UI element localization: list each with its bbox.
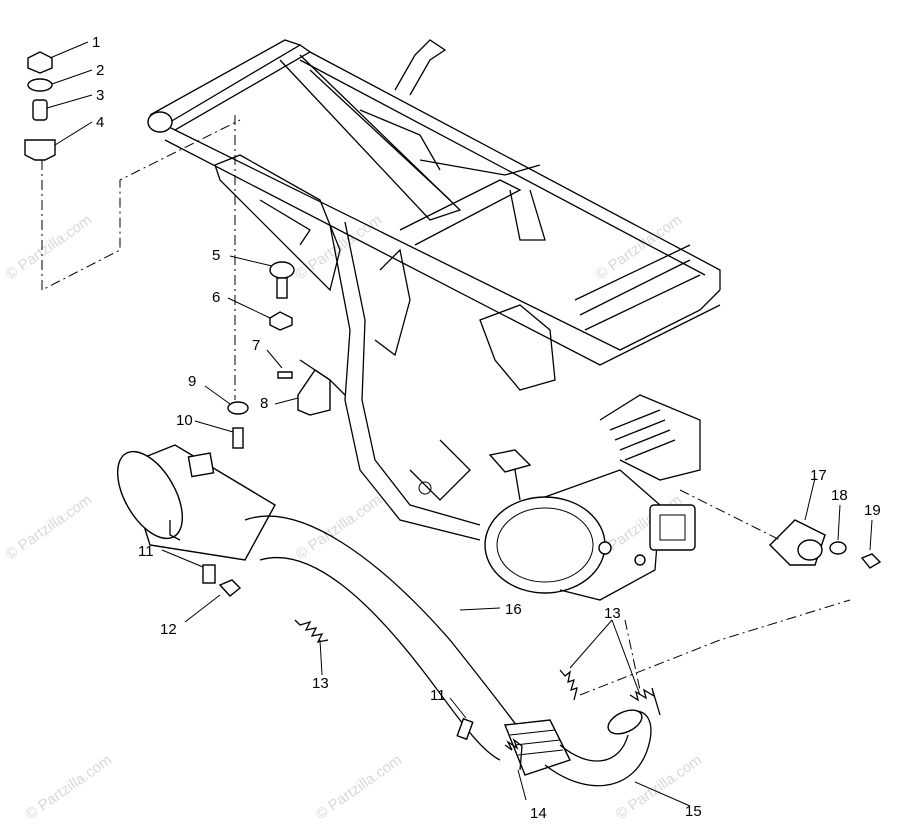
bolt-part-10 (232, 427, 244, 449)
mount-part-5 (269, 261, 295, 279)
spring-part-13c (629, 687, 661, 716)
watermark: © Partzilla.com (313, 751, 406, 823)
callout-11: 11 (430, 687, 446, 704)
muffler (116, 444, 276, 561)
callout-6: 6 (212, 289, 220, 306)
washer-part-9 (227, 401, 249, 415)
callout-1: 1 (92, 34, 100, 51)
nut-part-1 (27, 51, 53, 74)
callout-17: 17 (810, 467, 827, 484)
callout-5: 5 (212, 247, 220, 264)
watermark-group: © Partzilla.com © Partzilla.com © Partzi… (3, 211, 706, 823)
callout-12: 12 (160, 621, 177, 638)
springs (294, 619, 661, 771)
callout-13: 13 (604, 605, 621, 622)
callout-13: 13 (312, 675, 329, 692)
bracket-hardware (202, 261, 474, 741)
callout-19: 19 (864, 502, 881, 519)
frame (147, 39, 721, 541)
washer-part-18 (829, 541, 847, 555)
callout-11: 11 (138, 543, 154, 560)
bolt-part-11b (456, 717, 474, 741)
watermark: © Partzilla.com (3, 211, 96, 283)
spring-part-14 (504, 738, 523, 771)
callout-7: 7 (252, 337, 260, 354)
engine (484, 394, 701, 601)
spring-part-13b (559, 669, 578, 701)
nut-part-6 (269, 311, 293, 331)
nut-part-19 (860, 553, 882, 569)
callout-18: 18 (831, 487, 848, 504)
screw-part-7 (277, 371, 293, 379)
callout-16: 16 (505, 601, 522, 618)
callout-3: 3 (96, 87, 104, 104)
callout-labels: 1 2 3 4 5 6 7 8 9 10 11 12 13 13 11 14 1… (92, 34, 881, 822)
reference-lines (41, 115, 851, 696)
callout-10: 10 (176, 412, 193, 429)
mount-stud-5 (276, 277, 288, 299)
exhaust-flange (769, 519, 882, 569)
washer-part-2 (27, 78, 53, 92)
leader-lines (46, 41, 873, 807)
grommet-part-4 (24, 139, 56, 161)
callout-9: 9 (188, 373, 196, 390)
bolt-part-11 (202, 564, 216, 584)
bushing-part-3 (32, 99, 48, 121)
watermark: © Partzilla.com (3, 491, 96, 563)
callout-15: 15 (685, 803, 702, 820)
nut-part-12 (218, 579, 242, 597)
mount-hardware-stack (24, 51, 56, 161)
watermark: © Partzilla.com (23, 751, 116, 823)
callout-4: 4 (96, 114, 104, 131)
callout-2: 2 (96, 62, 104, 79)
spring-part-13a (294, 619, 329, 643)
callout-8: 8 (260, 395, 268, 412)
callout-14: 14 (530, 805, 547, 822)
watermark: © Partzilla.com (293, 491, 386, 563)
bracket-part-8 (297, 369, 331, 416)
